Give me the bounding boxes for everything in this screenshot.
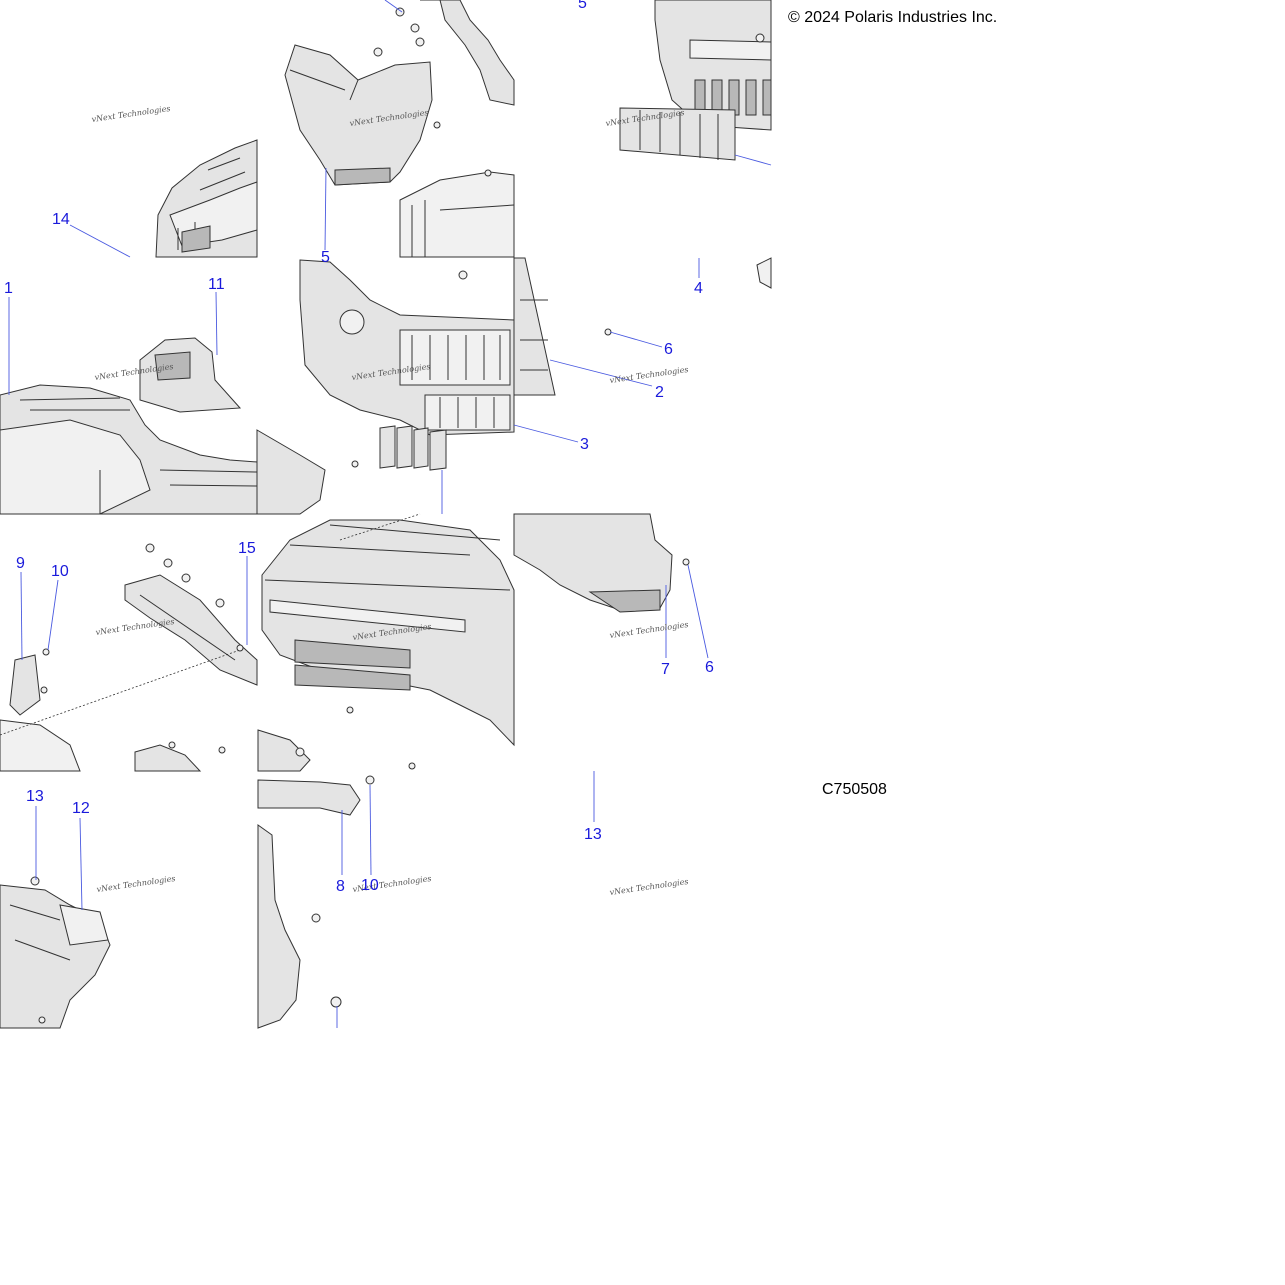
- front-grille-part: [619, 0, 772, 161]
- side-bracket-part: [513, 257, 772, 396]
- callout-6-lower: 6: [705, 659, 714, 676]
- callout-9: 9: [16, 555, 25, 572]
- fender-part-upper-left: [155, 139, 258, 258]
- leader-6-upper: [609, 331, 663, 348]
- callout-15: 15: [238, 540, 256, 557]
- watermark-text: vNext Technologies: [609, 877, 689, 897]
- frame-rail-part: [257, 747, 416, 1029]
- callout-8: 8: [336, 878, 345, 895]
- callout-12: 12: [72, 800, 90, 817]
- leader-5-lower: [324, 167, 327, 251]
- lower-panel-part: [513, 513, 690, 613]
- callout-1: 1: [4, 280, 13, 297]
- leader-grille: [734, 154, 772, 166]
- callout-3: 3: [580, 436, 589, 453]
- callout-14: 14: [52, 211, 70, 228]
- callout-5-bottom: 5: [321, 249, 330, 266]
- callout-4: 4: [694, 280, 703, 297]
- dash-assembly-part: [256, 259, 515, 515]
- leader-3: [513, 424, 579, 443]
- callout-labels: 5 14 5 1 11 4 6 2 3 9 10 15 7 6 13 12 8 …: [4, 0, 714, 895]
- front-frame-part: [0, 337, 258, 515]
- mounting-bracket-part: [0, 543, 258, 772]
- callout-13-right: 13: [584, 826, 602, 843]
- front-bumper-part: [257, 513, 515, 772]
- callout-11: 11: [208, 276, 225, 293]
- leader-2: [549, 359, 653, 387]
- callout-7: 7: [661, 661, 670, 678]
- leader-14: [69, 224, 131, 258]
- leader-9: [20, 571, 23, 661]
- watermark-text: vNext Technologies: [609, 365, 689, 385]
- leader-6-lower: [687, 564, 709, 659]
- side-skid-part: [0, 876, 111, 1029]
- leader-12: [79, 817, 83, 911]
- copyright-notice: © 2024 Polaris Industries Inc.: [788, 9, 998, 26]
- callout-10-lower: 10: [361, 877, 379, 894]
- leader-10-upper: [47, 579, 59, 651]
- leader-11: [215, 291, 218, 356]
- callout-10-upper: 10: [51, 563, 69, 580]
- leader-5-upper: [384, 0, 403, 13]
- watermark-text: vNext Technologies: [609, 620, 689, 640]
- watermark-text: vNext Technologies: [95, 617, 175, 637]
- callout-5-top: 5: [578, 0, 587, 12]
- watermark-text: vNext Technologies: [96, 874, 176, 894]
- callout-2: 2: [655, 384, 664, 401]
- side-panel-part: [284, 0, 515, 258]
- drawing-id: C750508: [822, 781, 887, 798]
- leader-10-lower: [369, 784, 372, 876]
- callout-13-left: 13: [26, 788, 44, 805]
- callout-6-upper: 6: [664, 341, 673, 358]
- watermark-text: vNext Technologies: [91, 104, 171, 124]
